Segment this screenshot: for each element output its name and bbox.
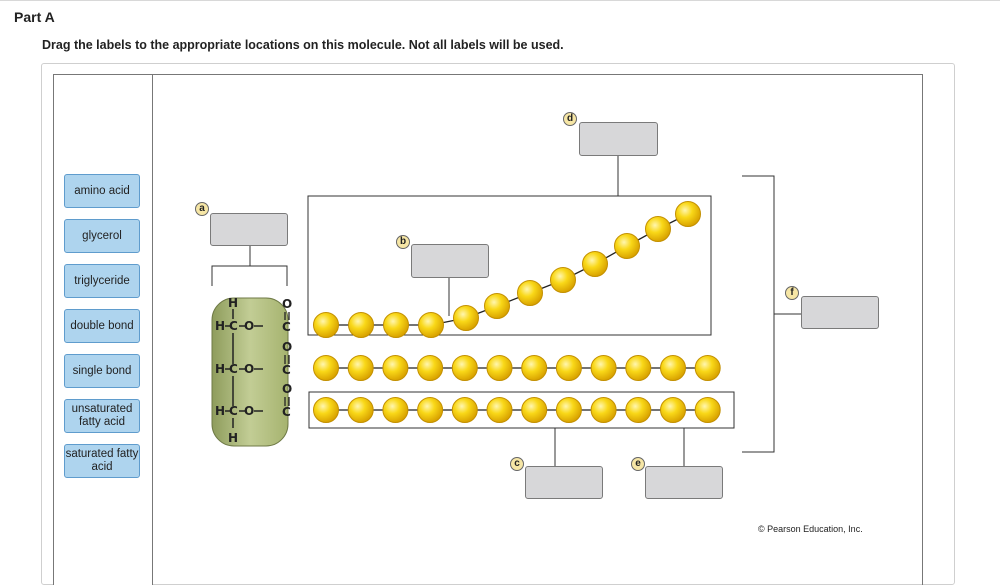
drop-target-f[interactable] — [801, 296, 879, 329]
svg-text:O: O — [282, 382, 292, 396]
carbon-atom — [418, 312, 444, 338]
carbon-atom — [382, 397, 409, 423]
carbon-atom — [625, 397, 652, 423]
svg-text:H: H — [228, 431, 238, 445]
carbon-atom — [313, 312, 339, 338]
fatty-acid-chain-3 — [313, 397, 721, 423]
leader-lines — [211, 156, 801, 466]
carbon-atom — [453, 305, 479, 331]
carbon-atom — [417, 355, 444, 381]
carbon-atom — [347, 355, 374, 381]
carbon-atom — [590, 397, 617, 423]
diagram-canvas — [152, 74, 923, 585]
carbon-atom — [550, 267, 576, 293]
fatty-acid-chain-2 — [313, 355, 721, 381]
carbon-atom — [451, 355, 478, 381]
carbon-atom — [555, 397, 582, 423]
carbon-atom — [348, 312, 374, 338]
svg-text:H: H — [228, 296, 238, 310]
carbon-atom — [313, 355, 339, 381]
carbon-atom — [582, 251, 608, 277]
drop-target-d[interactable] — [579, 122, 658, 156]
label-triglyceride[interactable]: triglyceride — [64, 264, 140, 298]
label-glycerol[interactable]: glycerol — [64, 219, 140, 253]
carbon-atom — [484, 293, 510, 319]
carbon-atom — [521, 355, 548, 381]
part-title: Part A — [14, 9, 55, 25]
svg-text:H: H — [215, 404, 225, 418]
carbon-atom — [645, 216, 671, 242]
marker-c: c — [510, 457, 524, 471]
label-single-bond[interactable]: single bond — [64, 354, 140, 388]
copyright-text: © Pearson Education, Inc. — [758, 524, 863, 534]
marker-f: f — [785, 286, 799, 300]
carbon-atom — [313, 397, 339, 423]
instructions-text: Drag the labels to the appropriate locat… — [42, 38, 564, 52]
drop-target-c[interactable] — [525, 466, 603, 499]
carbon-atom — [347, 397, 374, 423]
svg-text:H: H — [215, 362, 225, 376]
label-amino-acid[interactable]: amino acid — [64, 174, 140, 208]
fatty-acid-chain-1 — [313, 201, 701, 338]
label-double-bond[interactable]: double bond — [64, 309, 140, 343]
carbon-atom — [694, 397, 721, 423]
carbon-atom — [517, 280, 543, 306]
drop-target-a[interactable] — [210, 213, 288, 246]
carbon-atom — [625, 355, 652, 381]
carbon-atom — [451, 397, 478, 423]
marker-b: b — [396, 235, 410, 249]
svg-text:O: O — [244, 404, 254, 418]
svg-text:O: O — [244, 362, 254, 376]
carbon-atom — [521, 397, 548, 423]
svg-text:C: C — [229, 362, 238, 376]
svg-text:C: C — [282, 405, 291, 419]
carbon-atom — [417, 397, 444, 423]
svg-text:H: H — [215, 319, 225, 333]
svg-text:C: C — [282, 363, 291, 377]
ester-carbonyls: O C O C O C — [282, 297, 292, 419]
carbon-atom — [694, 355, 721, 381]
label-saturated-fatty-acid[interactable]: saturated fatty acid — [64, 444, 140, 478]
carbon-atom — [675, 201, 701, 227]
svg-text:O: O — [282, 297, 292, 311]
svg-text:O: O — [244, 319, 254, 333]
svg-text:C: C — [282, 320, 291, 334]
carbon-atom — [555, 355, 582, 381]
marker-a: a — [195, 202, 209, 216]
marker-d: d — [563, 112, 577, 126]
label-unsaturated-fatty-acid[interactable]: unsaturated fatty acid — [64, 399, 140, 433]
carbon-atom — [590, 355, 617, 381]
carbon-atom — [383, 312, 409, 338]
carbon-atom — [614, 233, 640, 259]
fatty-acid-chains — [313, 201, 721, 423]
carbon-atom — [486, 397, 513, 423]
drop-target-e[interactable] — [645, 466, 723, 499]
svg-text:C: C — [229, 404, 238, 418]
carbon-atom — [382, 355, 409, 381]
drop-target-b[interactable] — [411, 244, 489, 278]
carbon-atom — [486, 355, 513, 381]
glycerol-backbone — [211, 297, 289, 447]
marker-e: e — [631, 457, 645, 471]
glycerol-atoms: H H C O H C O H C O H — [215, 296, 263, 445]
carbon-atom — [660, 355, 686, 381]
carbon-atom — [660, 397, 686, 423]
svg-text:C: C — [229, 319, 238, 333]
svg-text:O: O — [282, 340, 292, 354]
top-divider — [0, 0, 1000, 1]
